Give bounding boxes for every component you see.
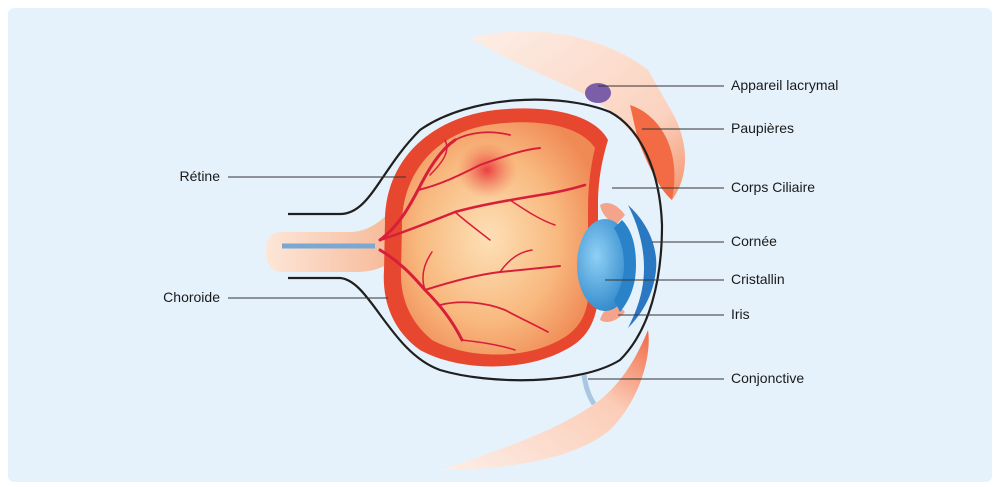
label-corps-ciliaire: Corps Ciliaire bbox=[731, 179, 815, 195]
label-cornee: Cornée bbox=[731, 233, 777, 249]
label-conjonctive: Conjonctive bbox=[731, 370, 804, 386]
optic-nerve bbox=[266, 212, 395, 272]
label-cristallin: Cristallin bbox=[731, 271, 785, 287]
label-retine: Rétine bbox=[180, 168, 220, 184]
label-choroide: Choroide bbox=[163, 289, 220, 305]
label-appareil-lacrymal: Appareil lacrymal bbox=[731, 77, 838, 93]
macula bbox=[457, 142, 517, 198]
label-paupieres: Paupières bbox=[731, 120, 794, 136]
label-iris: Iris bbox=[731, 306, 750, 322]
